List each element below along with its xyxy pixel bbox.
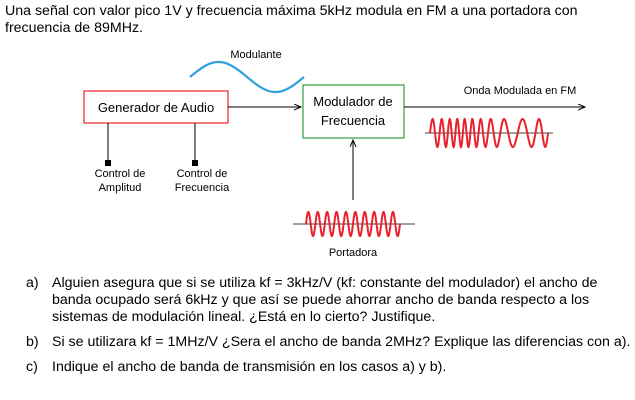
frequency-modulator-box [302,84,405,139]
carrier-label: Portadora [329,247,378,259]
frequency-control-knob [192,160,198,166]
frequency-control-label-line2: Frecuencia [175,182,230,194]
amplitude-control-label-line1: Control de [95,168,146,180]
amplitude-control-knob [105,160,111,166]
question-marker: c) [26,359,38,375]
question-item: a) Alguien asegura que si se utiliza kf … [26,275,632,326]
amplitude-control-label-line2: Amplitud [99,182,142,194]
fm-block-diagram: Modulante Generador de Audio Modulador d… [83,49,635,259]
modulante-wave [189,60,305,94]
question-text: Indique el ancho de banda de transmisión… [52,359,447,375]
question-text: Si se utilizara kf = 1MHz/V ¿Sera el anc… [52,334,631,350]
question-marker: b) [26,334,39,350]
modulator-label-line1: Modulador de [313,94,393,109]
question-text: Alguien asegura que si se utiliza kf = 3… [52,275,598,325]
question-item: c) Indique el ancho de banda de transmis… [26,359,632,376]
question-list: a) Alguien asegura que si se utiliza kf … [26,275,632,384]
problem-statement: Una señal con valor pico 1V y frecuencia… [5,3,578,36]
audio-generator-box [83,90,229,124]
question-marker: a) [26,275,39,291]
question-item: b) Si se utilizara kf = 1MHz/V ¿Sera el … [26,334,632,351]
carrier-wave [305,210,401,238]
modulante-label: Modulante [230,49,281,61]
fm-modulated-wave [429,117,549,149]
modulator-label-line2: Frecuencia [321,113,386,128]
frequency-control-label-line1: Control de [177,168,228,180]
fm-output-label: Onda Modulada en FM [464,85,577,97]
audio-generator-label: Generador de Audio [98,100,214,115]
